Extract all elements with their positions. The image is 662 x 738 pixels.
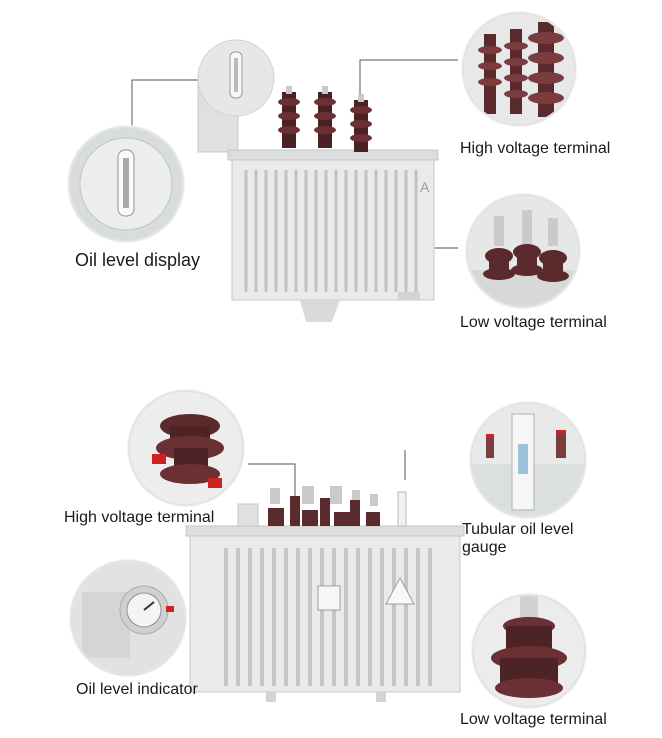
label-tubular-oil-level-gauge-line1: Tubular oil level (462, 521, 574, 538)
hv-bushing-closeup-icon (464, 14, 574, 124)
label-high-voltage-terminal-bottom: High voltage terminal (64, 509, 215, 526)
oil-level-display-device (197, 39, 275, 153)
bottom-transformer-panel: High voltage terminal Tubular oil level … (0, 372, 662, 738)
high-voltage-terminal-closeup-bottom (128, 390, 244, 506)
label-oil-level-display: Oil level display (75, 250, 201, 270)
lv-terminal-closeup-icon (474, 596, 584, 706)
label-low-voltage-terminal-bottom: Low voltage terminal (460, 711, 607, 728)
top-transformer-illustration: A (131, 39, 458, 322)
top-hv-bushings (278, 86, 372, 152)
low-voltage-terminal-closeup-bottom (472, 594, 586, 708)
low-voltage-terminal-closeup (466, 194, 580, 308)
label-oil-level-indicator: Oil level indicator (76, 681, 198, 698)
top-transformer-panel: A (0, 0, 662, 360)
high-voltage-terminal-closeup (462, 12, 576, 126)
bottom-transformer-tank (185, 525, 465, 702)
tank-marking: A (420, 179, 430, 195)
bottom-transformer-illustration (185, 450, 465, 702)
oil-indicator-closeup-icon (72, 562, 184, 674)
lv-bushing-closeup-icon (468, 196, 578, 306)
tubular-gauge-closeup-icon (472, 404, 584, 516)
label-high-voltage-terminal-top: High voltage terminal (460, 140, 611, 157)
oil-gauge-plate-icon (70, 128, 182, 240)
oil-level-indicator-closeup (70, 560, 186, 676)
top-transformer-tank (227, 149, 439, 322)
label-low-voltage-terminal-top: Low voltage terminal (460, 314, 607, 331)
hv-terminal-closeup-icon (130, 392, 242, 504)
bottom-bushings (237, 486, 407, 527)
label-tubular-oil-level-gauge-line2: gauge (462, 539, 507, 556)
tubular-oil-level-gauge-closeup (470, 402, 586, 518)
oil-level-display-closeup (68, 126, 184, 242)
